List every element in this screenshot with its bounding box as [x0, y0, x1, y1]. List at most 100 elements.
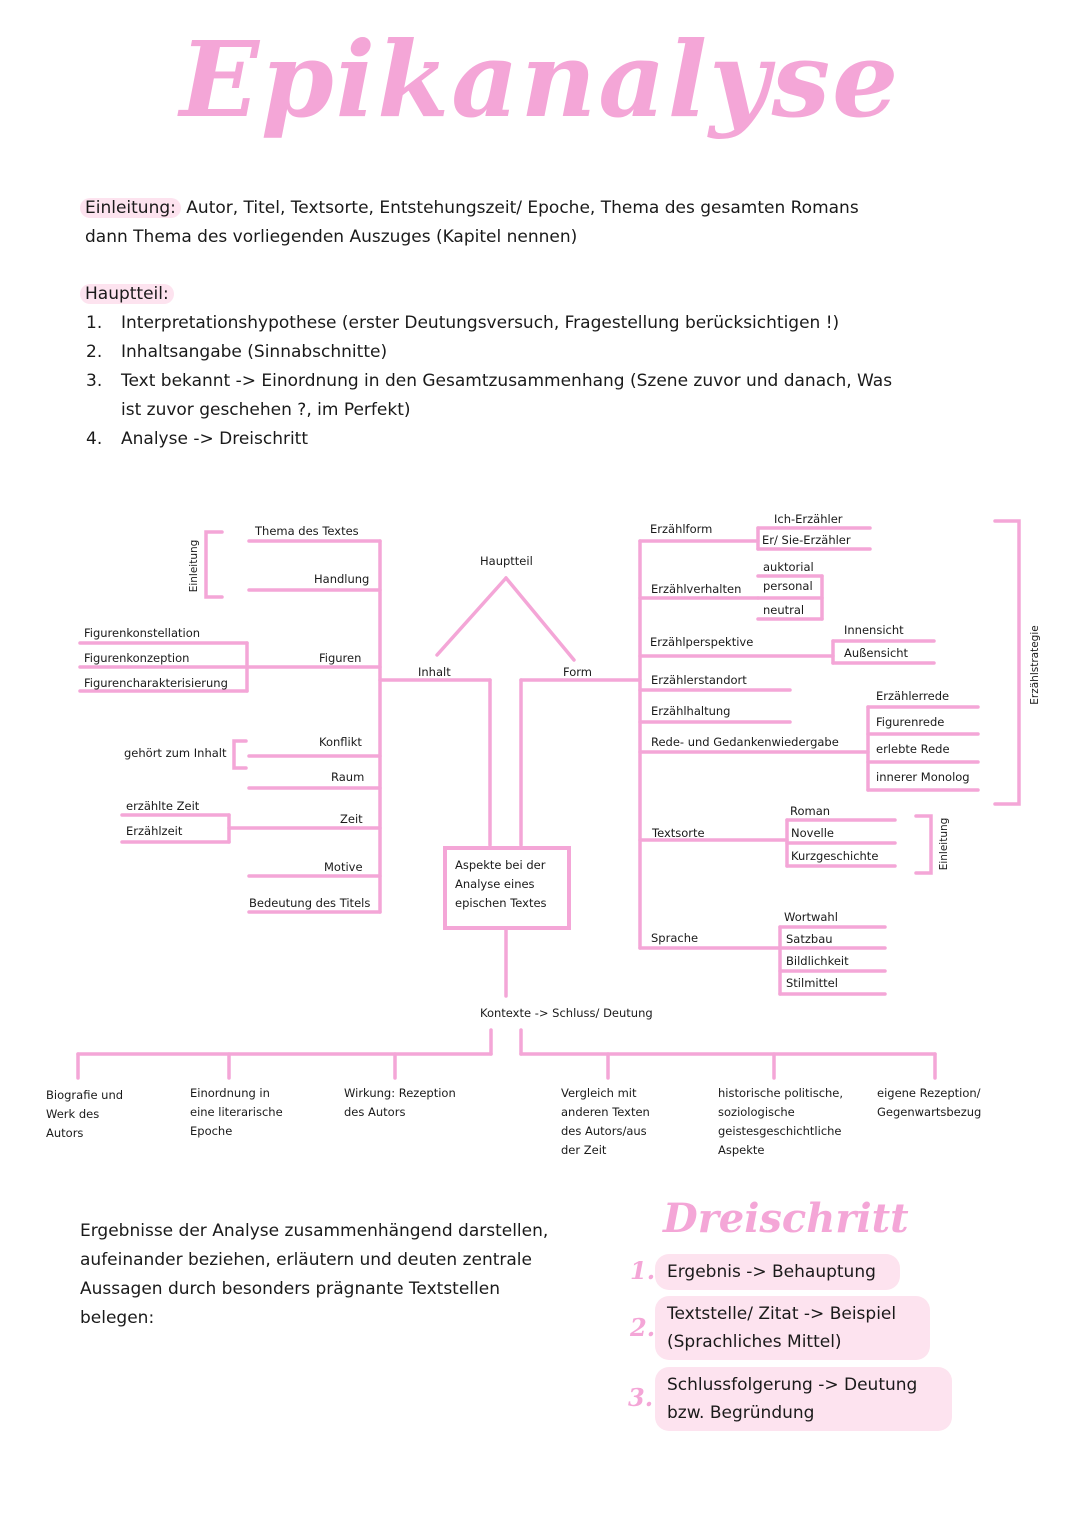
node-erzaehlerstandort: Erzählerstandort — [651, 673, 747, 687]
kontext-line: Aspekte — [718, 1143, 765, 1157]
node-bildlichkeit: Bildlichkeit — [786, 954, 849, 968]
node-neutral: neutral — [763, 603, 805, 617]
center-node: Aspekte bei der Analyse eines epischen T… — [443, 846, 571, 930]
node-figurenkonstellation: Figurenkonstellation — [84, 626, 201, 640]
node-er-sie-erzaehler: Er/ Sie-Erzähler — [762, 533, 851, 547]
kontext-line: Epoche — [190, 1124, 233, 1138]
node-motive: Motive — [324, 860, 363, 874]
kontext-line: geistesgeschichtliche — [718, 1124, 842, 1138]
kontext-wirkung: Wirkung: Rezeption des Autors — [344, 1084, 456, 1122]
main-item-text: Interpretationshypothese (erster Deutung… — [121, 313, 840, 333]
node-figurenkonzeption: Figurenkonzeption — [84, 651, 190, 665]
main-item-number: 3. — [86, 371, 103, 391]
node-erzaehlform: Erzählform — [650, 522, 713, 536]
node-inhalt: Inhalt — [418, 665, 451, 679]
kontext-line: historische politische, — [718, 1086, 844, 1100]
page-title: Epikanalyse — [179, 18, 901, 141]
intro-line-1: Einleitung: Autor, Titel, Textsorte, Ent… — [80, 194, 859, 223]
kontext-line: des Autors — [344, 1105, 406, 1119]
label-erzaehlstrategie: Erzählstrategie — [1029, 625, 1041, 705]
node-bedeutung-titel: Bedeutung des Titels — [249, 896, 371, 910]
kontext-line: Biografie und — [46, 1088, 124, 1102]
step-line: Textstelle/ Zitat -> Beispiel — [667, 1304, 897, 1324]
main-item-text: Text bekannt -> Einordnung in den Gesamt… — [121, 371, 893, 391]
node-rede-gedankenwiedergabe: Rede- und Gedankenwiedergabe — [651, 735, 839, 749]
node-sprache: Sprache — [651, 931, 699, 945]
kontext-line: der Zeit — [561, 1143, 607, 1157]
main-item-text: Inhaltsangabe (Sinnabschnitte) — [121, 342, 388, 362]
main-item-number: 1. — [86, 313, 103, 333]
summary-line: Aussagen durch besonders prägnante Texts… — [80, 1279, 500, 1299]
node-erzaehlverhalten: Erzählverhalten — [651, 582, 742, 596]
main-item-number: 4. — [86, 429, 103, 449]
main-item-text: Analyse -> Dreischritt — [121, 429, 309, 449]
step-line: bzw. Begründung — [667, 1403, 815, 1423]
dreischritt-step-1: Ergebnis -> Behauptung — [655, 1254, 900, 1290]
kontext-line: soziologische — [718, 1105, 795, 1119]
node-aussensicht: Außensicht — [844, 646, 909, 660]
node-figurencharakterisierung: Figurencharakterisierung — [84, 676, 228, 690]
node-erzaehlperspektive: Erzählperspektive — [650, 635, 754, 649]
step-number: 2. — [630, 1313, 656, 1342]
node-thema: Thema des Textes — [255, 524, 359, 538]
step-line: Schlussfolgerung -> Deutung — [667, 1375, 918, 1395]
kontext-rezeption: eigene Rezeption/ Gegenwartsbezug — [877, 1084, 981, 1122]
step-number: 3. — [628, 1383, 654, 1412]
kontext-epoche: Einordnung in eine literarische Epoche — [190, 1084, 283, 1141]
kontext-line: Werk des — [46, 1107, 100, 1121]
node-figuren: Figuren — [319, 651, 362, 665]
kontext-line: eine literarische — [190, 1105, 283, 1119]
summary-text: Ergebnisse der Analyse zusammenhängend d… — [80, 1217, 548, 1333]
main-item-3: 3. Text bekannt -> Einordnung in den Gesa… — [86, 367, 986, 396]
kontext-line: Vergleich mit — [561, 1086, 637, 1100]
intro-text-1: Autor, Titel, Textsorte, Entstehungszeit… — [180, 198, 859, 218]
kontext-line: Gegenwartsbezug — [877, 1105, 982, 1119]
node-roman: Roman — [790, 804, 831, 818]
kontext-line: Einordnung in — [190, 1086, 270, 1100]
dreischritt-title: Dreischritt — [663, 1195, 909, 1242]
node-textsorte: Textsorte — [652, 826, 705, 840]
node-wortwahl: Wortwahl — [784, 910, 838, 924]
main-item-1: 1. Interpretationshypothese (erster Deutu… — [86, 309, 986, 338]
dreischritt-step-2: Textstelle/ Zitat -> Beispiel (Sprachlic… — [655, 1296, 930, 1360]
node-konflikt: Konflikt — [319, 735, 362, 749]
node-satzbau: Satzbau — [786, 932, 833, 946]
node-erzaehlhaltung: Erzählhaltung — [651, 704, 731, 718]
main-heading: Hauptteil: — [80, 280, 174, 309]
node-handlung: Handlung — [314, 572, 370, 586]
node-hauptteil: Hauptteil — [480, 554, 533, 568]
step-line: Ergebnis -> Behauptung — [667, 1262, 876, 1282]
kontext-vergleich: Vergleich mit anderen Texten des Autors/… — [561, 1084, 650, 1160]
main-item-number: 2. — [86, 342, 103, 362]
node-erzaehlzeit: Erzählzeit — [126, 824, 183, 838]
node-ich-erzaehler: Ich-Erzähler — [774, 512, 843, 526]
step-line: (Sprachliches Mittel) — [667, 1332, 842, 1352]
main-label: Hauptteil: — [80, 284, 174, 304]
node-zeit: Zeit — [340, 812, 363, 826]
node-novelle: Novelle — [791, 826, 834, 840]
node-personal: personal — [763, 579, 813, 593]
intro-line-2: dann Thema des vorliegenden Auszuges (Ka… — [85, 227, 578, 247]
node-kontexte: Kontexte -> Schluss/ Deutung — [480, 1006, 653, 1020]
node-erzaehlerrede: Erzählerrede — [876, 689, 950, 703]
node-innerer-monolog: innerer Monolog — [876, 770, 970, 784]
node-auktorial: auktorial — [763, 560, 814, 574]
label-textsorte-einleitung: Einleitung — [938, 817, 950, 871]
main-item-3-cont: ist zuvor geschehen ?, im Perfekt) — [121, 400, 411, 420]
main-item-2: 2. Inhaltsangabe (Sinnabschnitte) — [86, 338, 986, 367]
note-gehoert-zum-inhalt: gehört zum Inhalt — [124, 746, 227, 760]
kontext-line: anderen Texten — [561, 1105, 650, 1119]
kontext-line: Wirkung: Rezeption — [344, 1086, 456, 1100]
summary-line: aufeinander beziehen, erläutern und deut… — [80, 1250, 532, 1270]
intro-label: Einleitung: — [80, 198, 181, 218]
kontext-historisch: historische politische, soziologische ge… — [718, 1084, 843, 1160]
kontext-biografie: Biografie und Werk des Autors — [46, 1086, 123, 1143]
node-stilmittel: Stilmittel — [786, 976, 838, 990]
node-kurzgeschichte: Kurzgeschichte — [791, 849, 879, 863]
center-line: epischen Textes — [455, 896, 547, 910]
summary-line: Ergebnisse der Analyse zusammenhängend d… — [80, 1221, 549, 1241]
dreischritt-step-3: Schlussfolgerung -> Deutung bzw. Begründ… — [655, 1367, 952, 1431]
node-erzaehlte-zeit: erzählte Zeit — [126, 799, 200, 813]
label-einleitung: Einleitung — [188, 539, 200, 593]
